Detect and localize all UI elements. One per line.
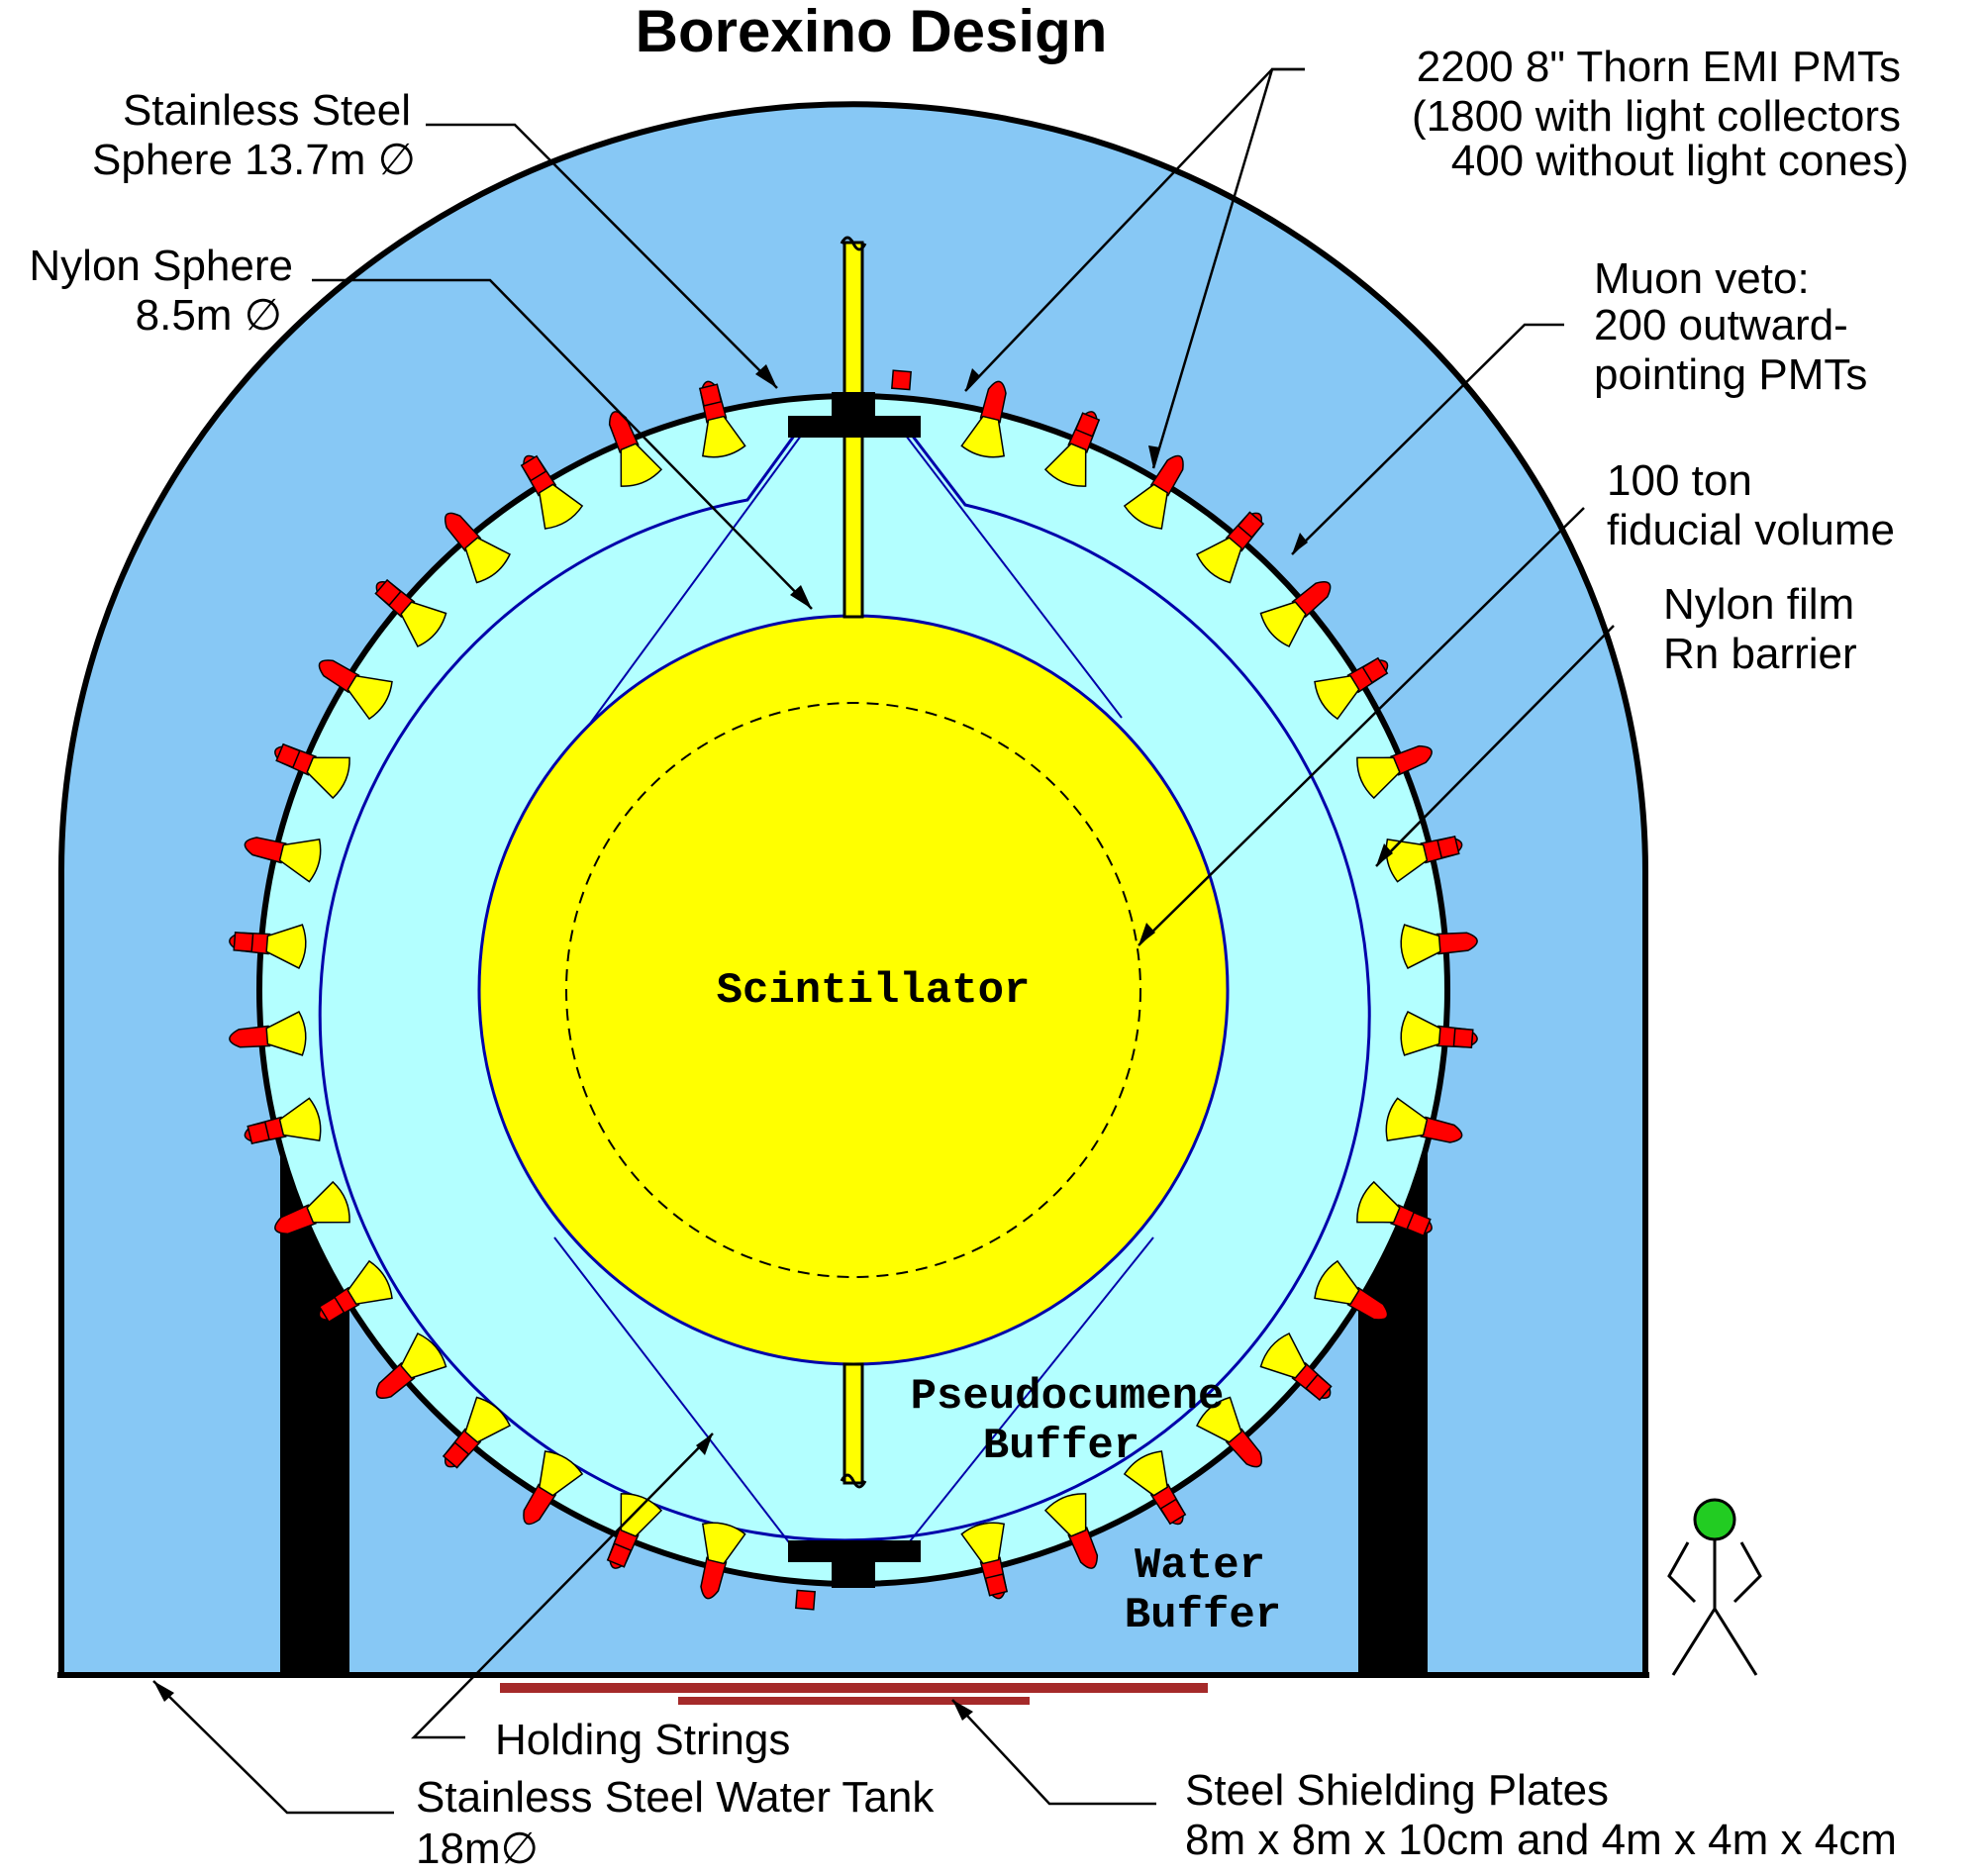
pmt-icon: [700, 1522, 746, 1600]
svg-text:fiducial volume: fiducial volume: [1607, 506, 1895, 554]
muon-veto-pmt-icon: [1074, 412, 1101, 438]
muon-veto-pmt-icon: [442, 1441, 470, 1469]
label-fiducial: 100 ton fiducial volume: [1607, 456, 1895, 554]
pmt-array: [229, 369, 1478, 1611]
pmt-icon: [274, 1180, 350, 1235]
pmt-icon: [229, 1011, 307, 1056]
label-muon-veto: Muon veto: 200 outward- pointing PMTs: [1594, 254, 1867, 399]
pmt-icon: [1123, 454, 1184, 530]
shielding-plate-large: [500, 1683, 1208, 1693]
pmt-icon: [960, 380, 1007, 458]
label-scintillator: Scintillator: [717, 966, 1031, 1016]
label-nylon-sphere: Nylon Sphere 8.5m ∅: [29, 242, 293, 340]
muon-veto-pmt-icon: [698, 383, 723, 407]
svg-text:Nylon Sphere: Nylon Sphere: [29, 242, 293, 290]
svg-text:100 ton: 100 ton: [1607, 456, 1752, 505]
pmt-icon: [444, 512, 511, 584]
pmt-icon: [1314, 1259, 1389, 1321]
pmt-icon: [1385, 1097, 1463, 1143]
svg-text:Stainless Steel: Stainless Steel: [123, 86, 411, 135]
shielding-plate-small: [678, 1697, 1030, 1705]
pmt-icon: [375, 1333, 447, 1400]
label-pseudocumene: Pseudocumene Buffer: [911, 1372, 1225, 1471]
svg-text:Buffer: Buffer: [1125, 1591, 1281, 1640]
pmt-icon: [1356, 744, 1433, 800]
svg-text:Stainless Steel Water Tank: Stainless Steel Water Tank: [416, 1773, 935, 1822]
pmt-icon: [244, 837, 322, 883]
diagram-title: Borexino Design: [636, 0, 1108, 64]
muon-veto-pmt-icon: [374, 578, 402, 607]
muon-veto-pmt-icon: [233, 932, 254, 952]
label-nylon-film: Nylon film Rn barrier: [1663, 580, 1857, 678]
muon-veto-pmt-icon: [1452, 1028, 1474, 1048]
svg-text:pointing PMTs: pointing PMTs: [1594, 350, 1867, 399]
muon-veto-pmt-icon: [275, 742, 301, 769]
muon-veto-pmt-icon: [795, 1589, 816, 1611]
pmt-icon: [1400, 924, 1478, 969]
muon-veto-pmt-icon: [984, 1573, 1009, 1597]
svg-text:Muon veto:: Muon veto:: [1594, 254, 1810, 303]
pmt-icon: [1043, 1493, 1099, 1569]
person-icon: [1667, 1498, 1762, 1676]
svg-text:Steel Shielding Plates: Steel Shielding Plates: [1185, 1766, 1609, 1815]
label-water-buffer: Water Buffer: [1125, 1541, 1281, 1640]
leader-lines: [152, 67, 1615, 1815]
svg-text:Water: Water: [1135, 1541, 1265, 1591]
svg-text:Rn barrier: Rn barrier: [1663, 630, 1857, 678]
end-cap-top: [788, 392, 921, 438]
muon-veto-pmt-icon: [1159, 1498, 1187, 1526]
label-pmts: 2200 8" Thorn EMI PMTs (1800 with light …: [1412, 43, 1909, 185]
muon-veto-pmt-icon: [520, 454, 547, 482]
svg-text:Nylon film: Nylon film: [1663, 580, 1854, 629]
muon-veto-pmt-icon: [318, 1296, 346, 1324]
label-holding-strings: Holding Strings: [495, 1716, 790, 1764]
muon-veto-pmt-icon: [1361, 656, 1389, 684]
pmt-icon: [1196, 1396, 1263, 1468]
svg-text:Sphere 13.7m ∅: Sphere 13.7m ∅: [92, 136, 416, 184]
svg-text:Pseudocumene: Pseudocumene: [911, 1372, 1225, 1422]
svg-text:8m x 8m x 10cm and 4m x 4m x 4: 8m x 8m x 10cm and 4m x 4m x 4cm: [1185, 1816, 1897, 1864]
muon-veto-pmt-icon: [606, 1542, 633, 1568]
label-shielding-plates: Steel Shielding Plates 8m x 8m x 10cm an…: [1185, 1766, 1897, 1864]
muon-veto-pmt-icon: [247, 1121, 270, 1145]
svg-text:8.5m ∅: 8.5m ∅: [136, 291, 282, 340]
outer-nylon-vessel: [318, 422, 1371, 1542]
pmt-icon: [318, 659, 393, 721]
svg-text:18m∅: 18m∅: [416, 1825, 539, 1873]
svg-text:400 without light cones): 400 without light cones): [1451, 137, 1909, 185]
svg-text:(1800 with light collectors: (1800 with light collectors: [1412, 92, 1901, 141]
pmt-icon: [523, 1450, 584, 1526]
label-water-tank: Stainless Steel Water Tank 18m∅: [416, 1773, 935, 1873]
muon-veto-pmt-icon: [1237, 511, 1265, 539]
pmt-icon: [1259, 580, 1332, 647]
holding-strings: [553, 431, 1154, 1547]
svg-text:200 outward-: 200 outward-: [1594, 301, 1848, 349]
muon-veto-pmt-icon: [891, 369, 912, 391]
svg-text:2200 8" Thorn EMI PMTs: 2200 8" Thorn EMI PMTs: [1417, 43, 1901, 91]
muon-veto-pmt-icon: [1436, 835, 1460, 859]
end-cap-bottom: [788, 1540, 921, 1588]
label-stainless-sphere: Stainless Steel Sphere 13.7m ∅: [92, 86, 416, 184]
fiducial-volume: [565, 702, 1141, 1278]
leader-arrowheads: [153, 364, 1393, 1721]
muon-veto-pmt-icon: [1406, 1211, 1432, 1237]
svg-text:Buffer: Buffer: [983, 1422, 1139, 1471]
muon-veto-pmt-icon: [1305, 1373, 1333, 1402]
